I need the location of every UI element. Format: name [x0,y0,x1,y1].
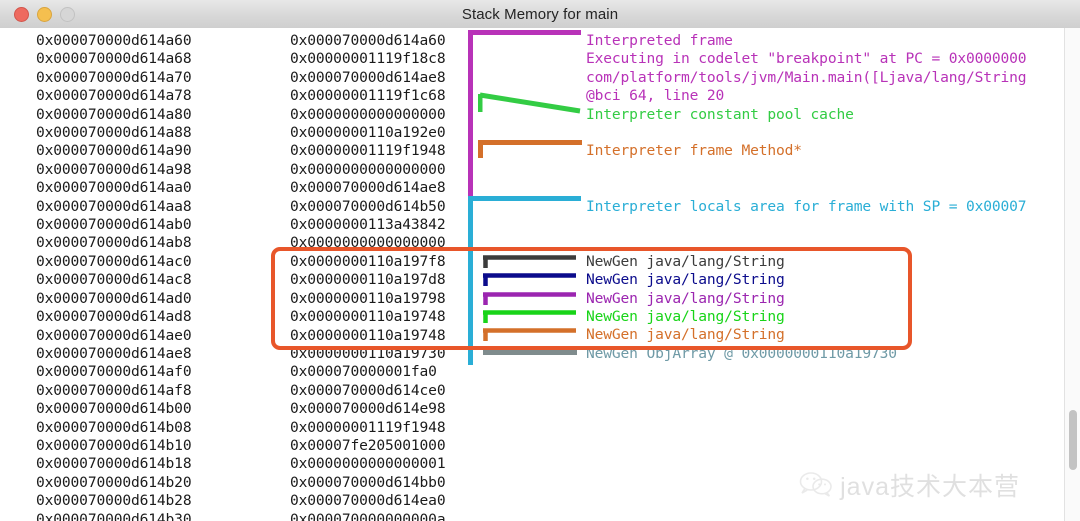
orange-bracket-top-arm [478,140,582,146]
magenta-bracket-top-arm [468,30,581,35]
magenta-bracket-spine [468,30,473,198]
window-title: Stack Memory for main [461,5,619,23]
cyan-bracket-top-arm [468,195,581,201]
annotation-constant-pool-cache: Interpreter constant pool cache [586,105,854,123]
annotation-bci-line: @bci 64, line 20 [586,87,725,105]
annotation-locals-area: Interpreter locals area for frame with S… [586,197,1027,215]
address-column: 0x000070000d614a60 0x000070000d614a68 0x… [36,32,192,521]
minimize-button[interactable] [37,7,52,22]
value-column: 0x000070000d614a60 0x00000001119f18c8 0x… [290,32,446,521]
window-controls [14,7,75,22]
scrollbar-thumb[interactable] [1069,410,1077,470]
newgen-row-connector [483,272,577,287]
watermark: java技术大本营 [799,467,1020,503]
newgen-row-label: NewGen java/lang/String [586,271,785,289]
annotation-frame-method: Interpreter frame Method* [586,142,802,160]
orange-bracket-spine [478,140,483,159]
newgen-row-connector [483,349,577,355]
memory-canvas[interactable]: 0x000070000d614a60 0x000070000d614a68 0x… [0,28,1080,521]
annotation-interpreted-frame: Interpreted frame [586,32,733,49]
annotation-executing-codelet: Executing in codelet "breakpoint" at PC … [586,50,1027,68]
newgen-row-connector [483,309,577,323]
vertical-scrollbar[interactable] [1064,28,1080,521]
newgen-row-label: NewGen ObjArray @ 0x0000000110a19730 [586,344,897,362]
green-pointer [477,92,582,114]
newgen-row-connector [483,254,577,268]
watermark-text: java技术大本营 [840,473,1020,501]
zoom-button[interactable] [60,7,75,22]
cyan-bracket-spine [468,195,473,366]
wechat-icon [799,472,832,497]
close-button[interactable] [14,7,29,22]
title-bar: Stack Memory for main [0,0,1080,29]
newgen-row-connector [483,291,577,305]
newgen-row-label: NewGen java/lang/String [586,289,785,307]
newgen-row-connector [483,327,577,342]
newgen-row-label: NewGen java/lang/String [586,308,785,325]
newgen-row-label: NewGen java/lang/String [586,252,785,270]
newgen-row-label: NewGen java/lang/String [586,326,785,344]
annotation-main-signature: com/platform/tools/jvm/Main.main([Ljava/… [586,68,1027,86]
